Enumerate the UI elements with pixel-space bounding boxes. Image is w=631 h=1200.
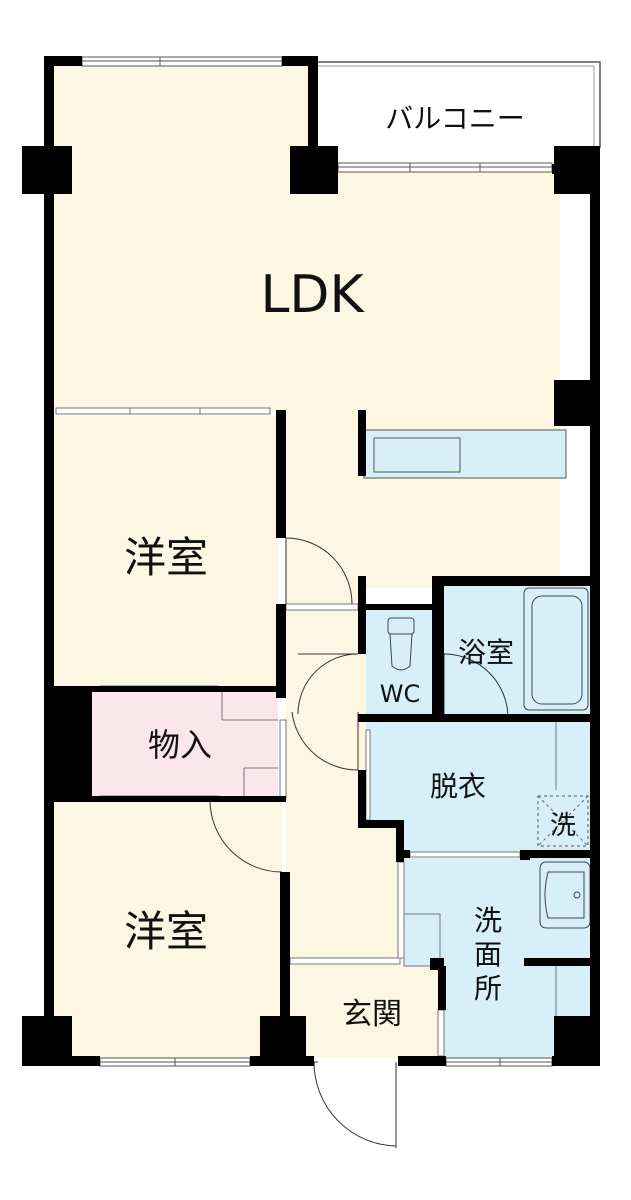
column bbox=[290, 146, 338, 194]
hall-floor bbox=[286, 588, 366, 828]
washing-machine-icon bbox=[537, 795, 589, 847]
toilet-icon bbox=[387, 617, 415, 671]
room-label-bath: 浴室 bbox=[458, 636, 514, 669]
room-label-western-1: 洋室 bbox=[124, 533, 208, 582]
wash-basin-icon bbox=[539, 861, 591, 929]
room-label-washroom-3: 所 bbox=[474, 972, 502, 1005]
bathtub-icon bbox=[523, 587, 589, 711]
dressing-floor bbox=[366, 722, 594, 852]
room-label-entrance: 玄関 bbox=[342, 997, 402, 1032]
column bbox=[554, 380, 600, 426]
room-label-western-2: 洋室 bbox=[124, 907, 208, 956]
room-label-ldk: LDK bbox=[260, 265, 365, 325]
room-label-wc: WC bbox=[380, 680, 421, 708]
column bbox=[22, 146, 72, 194]
western-room-2-floor bbox=[52, 800, 282, 1058]
walls bbox=[22, 56, 600, 1066]
room-label-washroom-1: 洗 bbox=[474, 904, 502, 937]
room-label-balcony: バルコニー bbox=[385, 102, 524, 135]
balcony bbox=[316, 61, 601, 148]
fixtures bbox=[387, 587, 591, 929]
storage-floor bbox=[92, 692, 278, 796]
kitchen-sink bbox=[373, 437, 461, 473]
column bbox=[554, 146, 600, 194]
room-label-storage: 物入 bbox=[148, 726, 212, 764]
room-labels: バルコニー LDK 洋室 物入 WC 浴室 脱衣 洗 洋室 洗 面 所 玄関 bbox=[124, 102, 576, 1032]
western-room-1-floor bbox=[52, 416, 278, 688]
room-label-washer: 洗 bbox=[550, 811, 576, 841]
room-label-washroom-2: 面 bbox=[474, 938, 502, 971]
room-label-dressing: 脱衣 bbox=[430, 770, 486, 803]
balcony-rail bbox=[316, 61, 601, 148]
column bbox=[52, 686, 92, 800]
